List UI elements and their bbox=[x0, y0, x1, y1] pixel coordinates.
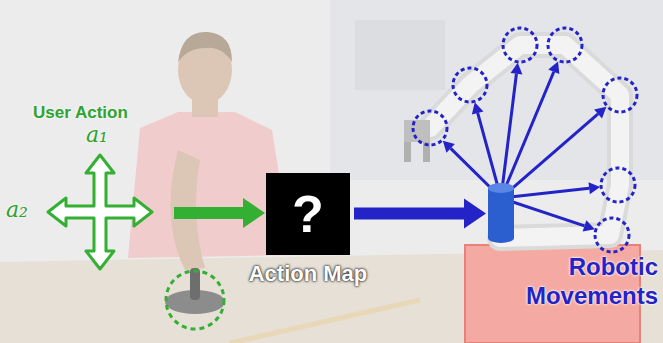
joint-circle bbox=[503, 28, 537, 62]
joint-arrow-line bbox=[501, 114, 598, 198]
joint-arrow-head bbox=[443, 141, 455, 153]
joint-arrow-head bbox=[510, 63, 522, 75]
direction-cross bbox=[48, 155, 152, 269]
map-label: Action Map bbox=[249, 261, 368, 287]
gripper-finger bbox=[404, 142, 411, 162]
joint-circle bbox=[595, 218, 629, 252]
axis-label: a₂ bbox=[6, 197, 28, 222]
robot-gripper bbox=[404, 120, 430, 142]
joint-arrow-head bbox=[472, 102, 484, 114]
cylinder-bottom bbox=[488, 233, 514, 243]
flow-arrow bbox=[354, 199, 486, 229]
joint-circle bbox=[601, 168, 635, 202]
cylinder-top bbox=[488, 183, 514, 193]
joint-arrow-head bbox=[583, 220, 595, 231]
joint-arrow-head bbox=[589, 182, 601, 194]
wooden-stick bbox=[230, 300, 420, 343]
action-heading: User Action bbox=[33, 103, 128, 123]
cylinder-body bbox=[488, 188, 514, 238]
joint-arrow-line bbox=[501, 188, 589, 198]
user-action-group: User Actiona₁a₂ bbox=[48, 155, 152, 269]
joystick-highlight bbox=[166, 271, 224, 329]
wall-poster bbox=[355, 20, 445, 90]
joint-circle bbox=[413, 111, 447, 145]
robot-label: Robotic Movements bbox=[500, 253, 658, 311]
robot-joint: Robotic Movements bbox=[487, 183, 515, 243]
joint-arrow-head bbox=[548, 62, 559, 74]
action-map-box: ?Action Map bbox=[266, 173, 350, 255]
joystick-stick bbox=[190, 268, 200, 300]
unknown-mark: ? bbox=[292, 184, 324, 244]
joint-circle bbox=[603, 78, 637, 112]
joint-arrow-head bbox=[594, 107, 606, 119]
person-hair bbox=[178, 32, 232, 62]
axis-label: a₁ bbox=[86, 122, 108, 147]
joint-circle bbox=[548, 28, 582, 62]
joint-circle bbox=[453, 68, 487, 102]
joint-arrow-line bbox=[501, 72, 554, 198]
cylinder-joint bbox=[487, 183, 515, 243]
flow-arrow bbox=[174, 198, 265, 228]
